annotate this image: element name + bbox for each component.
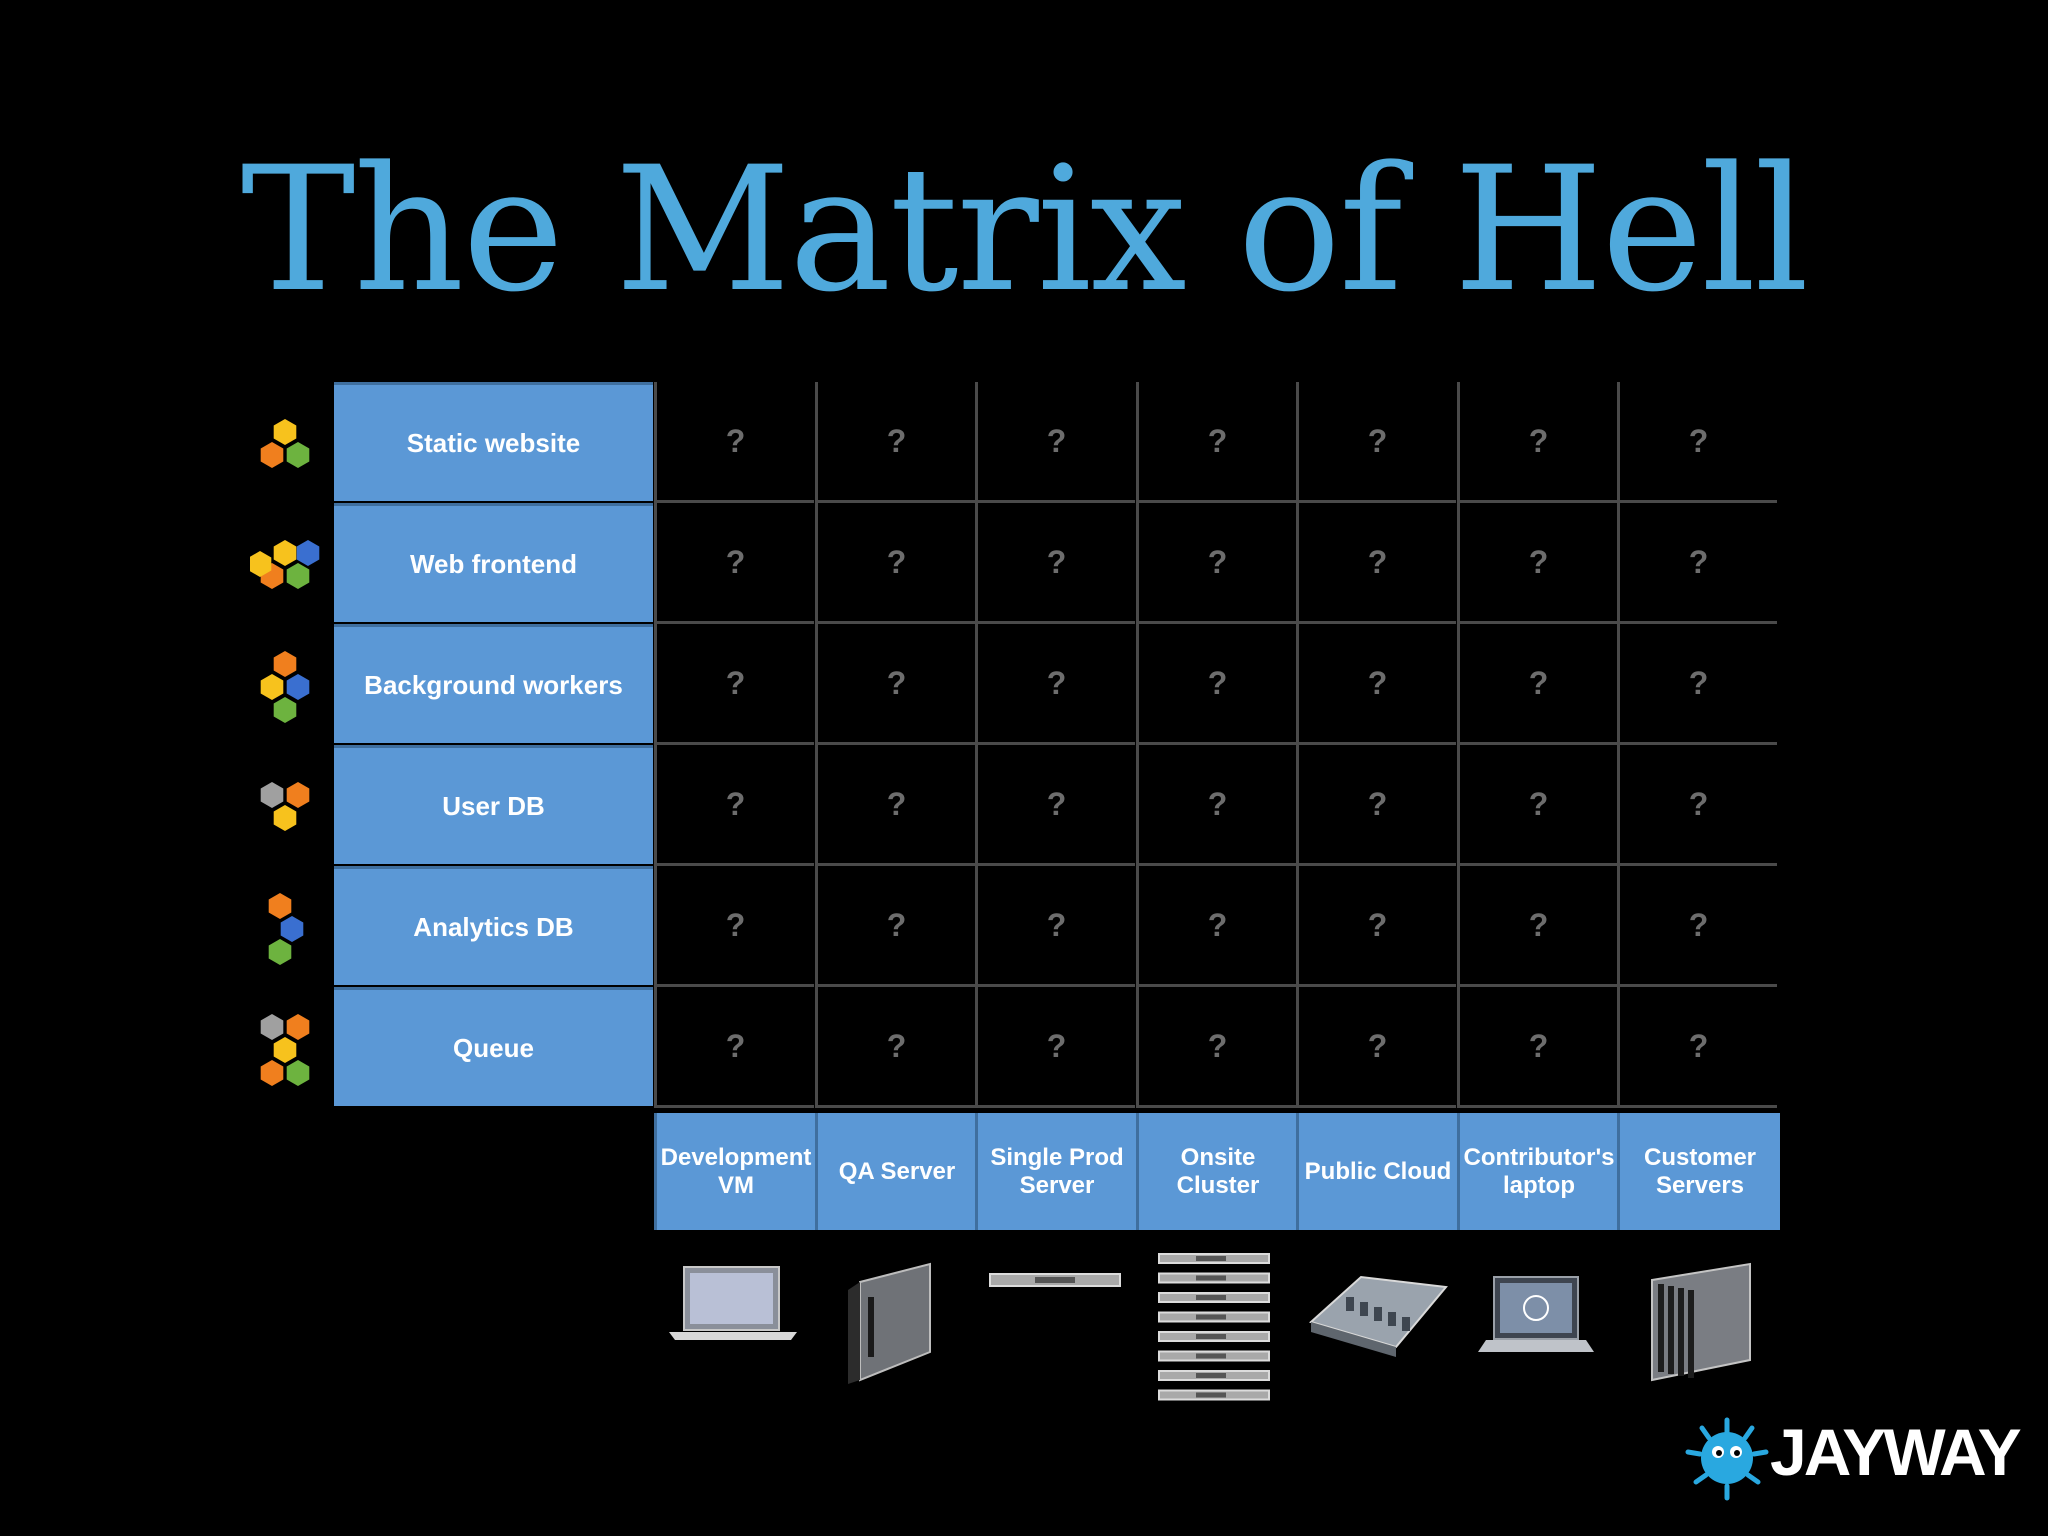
matrix-cell: ?	[1296, 866, 1456, 987]
column-label: Public Cloud	[1296, 1113, 1457, 1230]
hexagon-shape	[273, 697, 297, 723]
hexagon-shape	[273, 651, 297, 677]
hexagon-shape	[273, 540, 297, 566]
hexagon-cluster-icon	[260, 782, 310, 831]
matrix-cell: ?	[654, 503, 814, 624]
matrix-cell: ?	[1296, 987, 1456, 1108]
hexagon-cluster-icon	[250, 540, 320, 589]
matrix-cell: ?	[1136, 382, 1296, 503]
matrix-cell: ?	[654, 745, 814, 866]
matrix-cell: ?	[975, 987, 1135, 1108]
hexagon-shape	[260, 674, 284, 700]
column-label: Development VM	[654, 1113, 815, 1230]
matrix-cell: ?	[815, 503, 975, 624]
laptop-icon	[669, 1266, 797, 1340]
column-label: Single Prod Server	[975, 1113, 1136, 1230]
matrix-cell: ?	[1617, 866, 1777, 987]
column-label: Customer Servers	[1617, 1113, 1780, 1230]
matrix-cell: ?	[815, 624, 975, 745]
matrix-cell: ?	[1296, 745, 1456, 866]
hexagon-shape	[286, 674, 310, 700]
matrix-cell: ?	[1296, 624, 1456, 745]
server-board-icon	[1309, 1275, 1448, 1357]
dell-laptop-icon	[1478, 1276, 1594, 1352]
matrix-cell: ?	[1457, 503, 1617, 624]
hexagon-shape	[260, 782, 284, 808]
matrix-cell: ?	[1457, 745, 1617, 866]
matrix-cell: ?	[1617, 987, 1777, 1108]
matrix-cell: ?	[815, 382, 975, 503]
hexagon-shape	[286, 1060, 310, 1086]
matrix-cell: ?	[1457, 382, 1617, 503]
matrix-cell: ?	[1617, 624, 1777, 745]
matrix-cell: ?	[1296, 503, 1456, 624]
matrix-cell: ?	[654, 624, 814, 745]
hexagon-cluster-icon	[260, 651, 310, 723]
matrix-cell: ?	[1617, 382, 1777, 503]
hexagon-shape	[268, 893, 292, 919]
blade-server-icon	[848, 1262, 931, 1384]
hexagon-shape	[286, 442, 310, 468]
jayway-logo: JAYWAY	[1682, 1412, 2022, 1502]
matrix-cell: ?	[1136, 987, 1296, 1108]
blade-chassis-icon	[1651, 1262, 1751, 1382]
matrix-cell: ?	[815, 745, 975, 866]
hexagon-shape	[286, 1014, 310, 1040]
matrix-cell: ?	[975, 745, 1135, 866]
hexagon-cluster-icon	[260, 1014, 310, 1086]
page-title: The Matrix of Hell	[240, 129, 1809, 330]
hexagon-shape	[286, 782, 310, 808]
logo-text: JAYWAY	[1770, 1415, 2022, 1489]
row-label: Background workers	[334, 624, 653, 743]
matrix-cell: ?	[654, 382, 814, 503]
hexagon-shape	[273, 805, 297, 831]
hexagon-cluster-icon	[260, 419, 310, 468]
matrix-cell: ?	[1136, 624, 1296, 745]
hexagon-cluster-icon	[268, 893, 304, 965]
matrix-cell: ?	[1457, 624, 1617, 745]
matrix-cell: ?	[1457, 866, 1617, 987]
row-label: Static website	[334, 382, 653, 501]
hexagon-shape	[296, 540, 320, 566]
matrix-cell: ?	[975, 503, 1135, 624]
matrix-cell: ?	[1617, 745, 1777, 866]
matrix-cell: ?	[654, 987, 814, 1108]
hexagon-shape	[260, 1060, 284, 1086]
row-label: Queue	[334, 987, 653, 1106]
matrix-cell: ?	[1296, 382, 1456, 503]
hexagon-shape	[273, 419, 297, 445]
column-label: Contributor's laptop	[1457, 1113, 1618, 1230]
pufferfish-icon	[1685, 1417, 1769, 1501]
hexagon-shape	[260, 1014, 284, 1040]
hexagon-shape	[250, 551, 272, 577]
hexagon-shape	[273, 1037, 297, 1063]
matrix-cell: ?	[1617, 503, 1777, 624]
hexagon-shape	[260, 442, 284, 468]
hexagon-shape	[286, 563, 310, 589]
row-label: User DB	[334, 745, 653, 864]
matrix-cell: ?	[1136, 745, 1296, 866]
row-label: Web frontend	[334, 503, 653, 622]
matrix-cell: ?	[975, 382, 1135, 503]
matrix-cell: ?	[654, 866, 814, 987]
matrix-cell: ?	[1457, 987, 1617, 1108]
hexagon-shape	[268, 939, 292, 965]
rack-server-icon	[989, 1273, 1121, 1287]
column-label: QA Server	[815, 1113, 976, 1230]
matrix-cell: ?	[1136, 866, 1296, 987]
matrix-cell: ?	[975, 624, 1135, 745]
matrix-cell: ?	[1136, 503, 1296, 624]
row-label: Analytics DB	[334, 866, 653, 985]
matrix-cell: ?	[815, 987, 975, 1108]
matrix-cell: ?	[815, 866, 975, 987]
server-stack-icon	[1158, 1253, 1270, 1401]
column-label: Onsite Cluster	[1136, 1113, 1297, 1230]
matrix-cell: ?	[975, 866, 1135, 987]
hexagon-shape	[280, 916, 304, 942]
